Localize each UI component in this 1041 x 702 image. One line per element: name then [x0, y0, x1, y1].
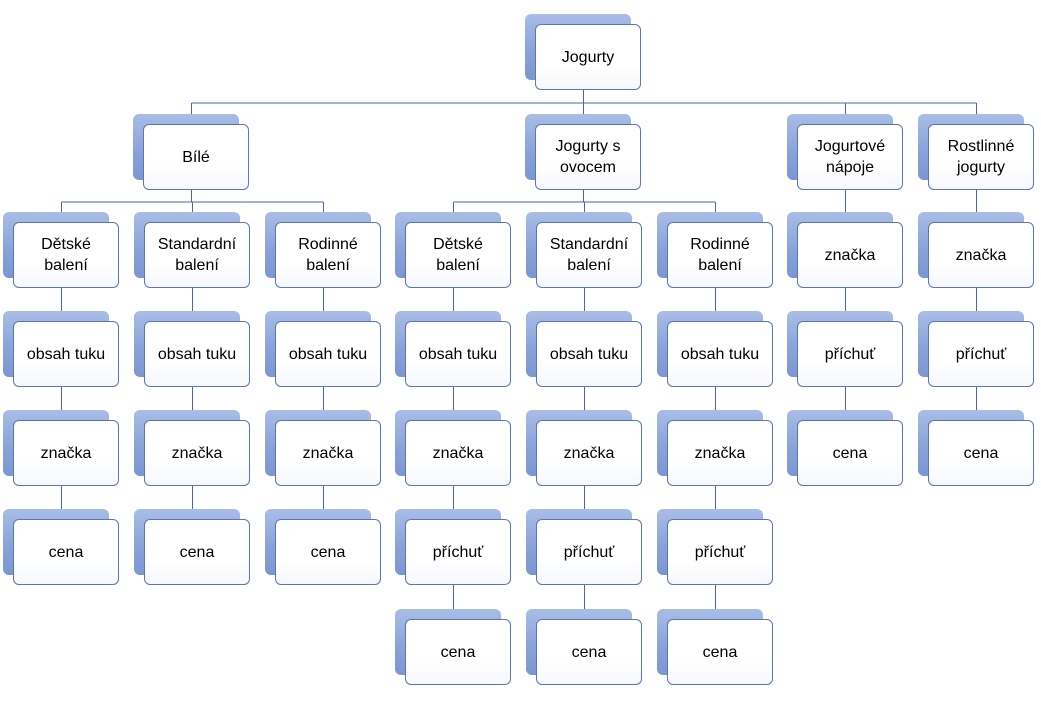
- node-label: značka: [171, 444, 223, 462]
- node-label: Standardní balení: [549, 236, 629, 274]
- node-label: Jogurty s ovocem: [555, 138, 621, 176]
- node-attribute: značka: [657, 410, 775, 486]
- node-label: Jogurty: [561, 48, 615, 66]
- node-label: cena: [571, 643, 607, 661]
- node-attribute: cena: [918, 410, 1036, 486]
- node-attribute: cena: [3, 509, 121, 585]
- node-attribute: cena: [265, 509, 383, 585]
- node-label: Rodinné balení: [690, 236, 750, 274]
- node-label: cena: [963, 444, 999, 462]
- node-attribute: značka: [265, 410, 383, 486]
- node-label: Bílé: [182, 148, 210, 166]
- node-attribute: obsah tuku: [395, 311, 513, 387]
- node-label: příchuť: [432, 543, 484, 561]
- node-label: obsah tuku: [157, 345, 237, 363]
- node-attribute: značka: [3, 410, 121, 486]
- node-attribute: cena: [526, 609, 644, 685]
- node-category-rostlinne: Rostlinné jogurty: [918, 114, 1036, 190]
- node-attribute: cena: [395, 609, 513, 685]
- node-label: cena: [440, 643, 476, 661]
- node-attribute: příchuť: [918, 311, 1036, 387]
- node-label: cena: [832, 444, 868, 462]
- node-attribute: obsah tuku: [3, 311, 121, 387]
- node-attribute: obsah tuku: [134, 311, 252, 387]
- node-label: Jogurtové nápoje: [814, 138, 886, 176]
- node-attribute: obsah tuku: [526, 311, 644, 387]
- node-label: Standardní balení: [157, 236, 237, 274]
- node-label: obsah tuku: [288, 345, 368, 363]
- node-label: cena: [48, 543, 84, 561]
- node-label: značka: [563, 444, 615, 462]
- node-attribute: obsah tuku: [657, 311, 775, 387]
- node-attribute: značka: [918, 212, 1036, 288]
- node-label: obsah tuku: [549, 345, 629, 363]
- node-label: značka: [302, 444, 354, 462]
- node-label: cena: [702, 643, 738, 661]
- node-label: příchuť: [824, 345, 876, 363]
- node-label: Dětské balení: [433, 236, 483, 274]
- node-attribute: značka: [395, 410, 513, 486]
- node-package: Standardní balení: [526, 212, 644, 288]
- node-label: Rostlinné jogurty: [947, 138, 1015, 176]
- node-attribute: příchuť: [787, 311, 905, 387]
- node-root: Jogurty: [525, 14, 643, 90]
- node-label: obsah tuku: [680, 345, 760, 363]
- node-label: Dětské balení: [41, 236, 91, 274]
- node-label: obsah tuku: [26, 345, 106, 363]
- node-attribute: příchuť: [526, 509, 644, 585]
- node-category-napoje: Jogurtové nápoje: [787, 114, 905, 190]
- node-attribute: cena: [134, 509, 252, 585]
- node-label: značka: [694, 444, 746, 462]
- node-label: obsah tuku: [418, 345, 498, 363]
- node-label: cena: [179, 543, 215, 561]
- node-package: Rodinné balení: [265, 212, 383, 288]
- node-attribute: obsah tuku: [265, 311, 383, 387]
- node-category-bile: Bílé: [133, 114, 251, 190]
- node-attribute: cena: [787, 410, 905, 486]
- node-label: značka: [955, 246, 1007, 264]
- node-package: Standardní balení: [134, 212, 252, 288]
- node-attribute: značka: [134, 410, 252, 486]
- node-package: Rodinné balení: [657, 212, 775, 288]
- node-label: značka: [824, 246, 876, 264]
- node-attribute: cena: [657, 609, 775, 685]
- node-label: značka: [40, 444, 92, 462]
- node-attribute: značka: [526, 410, 644, 486]
- node-category-s-ovocem: Jogurty s ovocem: [525, 114, 643, 190]
- node-package: Dětské balení: [395, 212, 513, 288]
- node-attribute: příchuť: [395, 509, 513, 585]
- node-label: cena: [310, 543, 346, 561]
- node-label: Rodinné balení: [298, 236, 358, 274]
- node-package: Dětské balení: [3, 212, 121, 288]
- node-label: značka: [432, 444, 484, 462]
- node-label: příchuť: [563, 543, 615, 561]
- node-attribute: značka: [787, 212, 905, 288]
- node-label: příchuť: [955, 345, 1007, 363]
- node-attribute: příchuť: [657, 509, 775, 585]
- node-label: příchuť: [694, 543, 746, 561]
